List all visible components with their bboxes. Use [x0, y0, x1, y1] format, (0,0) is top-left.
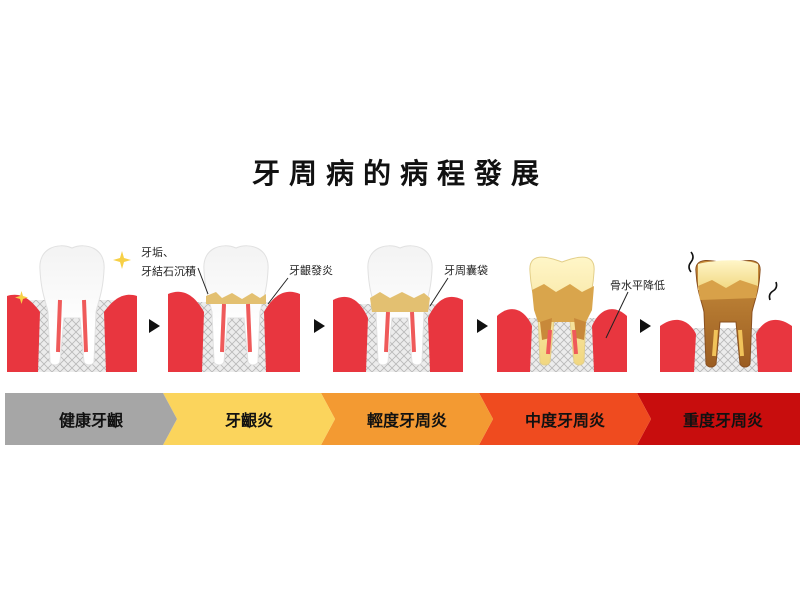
arrow-right-icon	[640, 319, 651, 333]
sparkle-icon	[15, 291, 28, 304]
tooth-mild-periodontitis	[333, 245, 463, 372]
page-title: 牙周病的病程發展	[251, 157, 548, 190]
gum	[428, 296, 463, 372]
stage-1: 健康牙齦	[5, 393, 177, 445]
stage-label: 輕度牙周炎	[366, 411, 447, 430]
tartar-deposit	[540, 318, 586, 340]
tooth-healthy	[7, 245, 137, 372]
stage-4: 中度牙周炎	[479, 393, 651, 445]
wobble-mark-icon	[688, 251, 694, 273]
annotation-bone-level: 骨水平降低	[610, 279, 665, 292]
gum	[104, 294, 137, 372]
pointer-line	[605, 291, 629, 339]
gum	[497, 309, 532, 372]
root-canal	[220, 303, 252, 353]
gum	[592, 309, 627, 372]
arrow-right-icon	[149, 319, 160, 333]
sparkle-icon	[113, 251, 131, 269]
gum	[660, 319, 696, 372]
gum	[7, 294, 40, 372]
tooth-moderate-periodontitis	[497, 256, 629, 372]
stage-label: 健康牙齦	[58, 411, 123, 430]
tooth-stages-illustration	[7, 245, 792, 372]
root-canal	[56, 299, 88, 353]
stage-2: 牙齦炎	[163, 393, 335, 445]
gum	[756, 319, 792, 372]
tartar-deposit	[532, 284, 594, 322]
tartar-deposit	[370, 292, 430, 312]
annotation-periodontal-pocket: 牙周囊袋	[444, 264, 488, 277]
root-canal	[546, 329, 578, 355]
arrow-right-icon	[477, 319, 488, 333]
pointer-line	[197, 267, 209, 295]
root-canal	[384, 311, 416, 353]
pointer-line	[267, 277, 289, 305]
arrow-right-icon	[314, 319, 325, 333]
pointer-line	[429, 277, 449, 307]
stage-label: 重度牙周炎	[682, 411, 763, 430]
stage-5: 重度牙周炎	[637, 393, 800, 445]
tooth-severe-periodontitis	[660, 251, 792, 372]
wobble-mark-icon	[768, 281, 778, 301]
stage-bar: 健康牙齦 牙齦炎 輕度牙周炎 中度牙周炎 重度牙周炎	[0, 393, 800, 445]
stage-3: 輕度牙周炎	[321, 393, 493, 445]
tooth	[39, 245, 105, 366]
annotation-tartar: 牙結石沉積	[141, 265, 196, 278]
tartar-deposit	[698, 280, 758, 300]
tooth-gingivitis	[168, 245, 300, 372]
tooth	[203, 245, 269, 366]
stage-label: 中度牙周炎	[524, 411, 605, 430]
tartar-deposit	[206, 292, 266, 304]
root-canal	[712, 329, 744, 357]
gum	[168, 291, 204, 372]
gum	[333, 296, 368, 372]
gum	[264, 291, 300, 372]
annotation-gum-inflammation: 牙齦發炎	[289, 264, 333, 277]
stage-label: 牙齦炎	[224, 411, 273, 430]
annotation-plaque: 牙垢、	[141, 246, 174, 259]
